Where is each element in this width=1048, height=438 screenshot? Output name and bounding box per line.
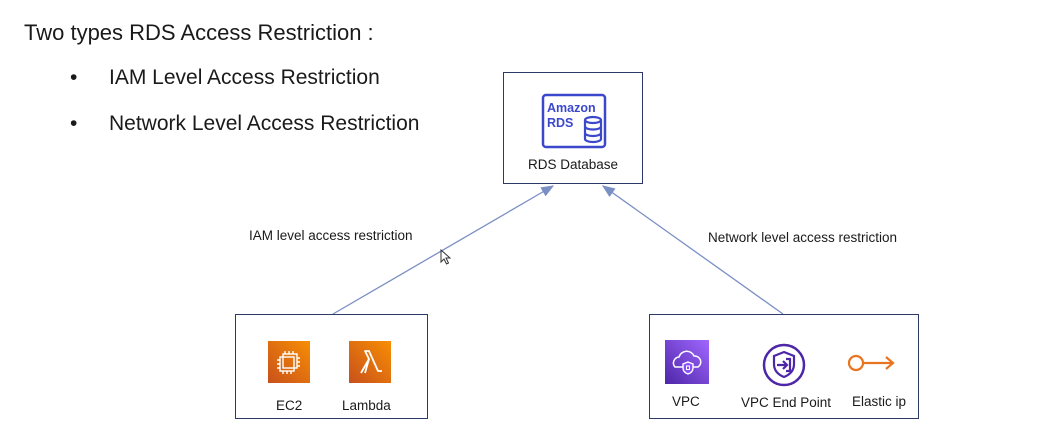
bullet-marker: •	[70, 66, 78, 89]
ec2-label: EC2	[276, 398, 303, 413]
vpc-label: VPC	[672, 394, 700, 409]
mouse-pointer-icon	[440, 249, 452, 265]
lambda-icon	[349, 341, 391, 383]
rds-database-node[interactable]: Amazon RDS RDS Database	[503, 72, 643, 184]
network-arrow	[601, 185, 784, 315]
iam-edge-label: IAM level access restriction	[249, 228, 413, 243]
vpc-endpoint-icon	[762, 343, 806, 387]
vpc-endpoint-label: VPC End Point	[741, 395, 832, 410]
bullet-list: • IAM Level Access Restriction • Network…	[70, 64, 419, 156]
iam-arrow	[332, 185, 555, 315]
network-edge-label: Network level access restriction	[708, 230, 898, 245]
iam-compute-group: EC2 Lambda	[235, 314, 428, 419]
elastic-ip-label: Elastic ip	[852, 394, 907, 409]
amazon-rds-icon: Amazon RDS	[541, 93, 607, 149]
ec2-icon	[268, 341, 310, 383]
elastic-ip-icon	[847, 354, 895, 372]
bullet-text: Network Level Access Restriction	[109, 112, 420, 135]
bullet-text: IAM Level Access Restriction	[109, 66, 380, 89]
lambda-label: Lambda	[342, 398, 391, 413]
bullet-item-network: • Network Level Access Restriction	[70, 110, 419, 156]
slide-title: Two types RDS Access Restriction :	[24, 20, 374, 45]
network-group: VPC VPC End Point Elastic ip	[649, 314, 919, 419]
rds-label: RDS Database	[528, 157, 619, 172]
bullet-item-iam: • IAM Level Access Restriction	[70, 64, 419, 110]
rds-logo-line2: RDS	[547, 116, 573, 130]
bullet-marker: •	[70, 112, 78, 135]
rds-logo-line1: Amazon	[547, 101, 596, 115]
vpc-icon	[665, 340, 709, 384]
